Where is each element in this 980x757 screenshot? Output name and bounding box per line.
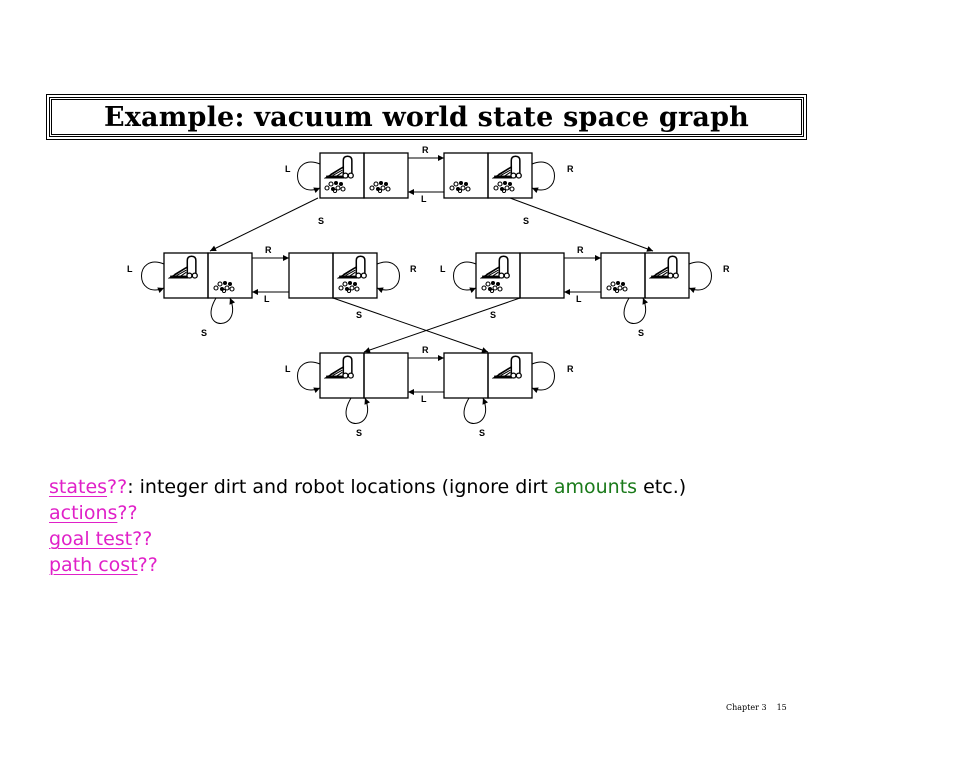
label-l: L: [421, 394, 427, 404]
state-mid-2: [288, 252, 378, 299]
label-s: S: [479, 428, 485, 438]
label-r: R: [567, 364, 574, 374]
horizontal-transitions: [252, 155, 601, 395]
edge-suck: [509, 197, 654, 252]
question-marks: ??: [132, 528, 153, 550]
suck-transitions: [209, 197, 654, 353]
vacuum-icon: [493, 355, 522, 379]
dirt-icon: [493, 180, 515, 193]
dirt-icon: [369, 180, 391, 193]
label-r: R: [410, 264, 417, 274]
question-marks: ??: [137, 554, 158, 576]
label-s: S: [201, 328, 207, 338]
label-l: L: [285, 164, 291, 174]
label-s: S: [356, 310, 362, 320]
self-loop-suck: [463, 397, 489, 424]
dirt-icon: [324, 180, 346, 193]
dirt-icon: [606, 280, 628, 293]
self-loop-right: [376, 261, 400, 294]
dirt-icon: [338, 280, 360, 293]
state-bottom-left: [319, 352, 409, 399]
label-r: R: [567, 164, 574, 174]
vacuum-icon: [169, 255, 198, 279]
self-loop-right: [531, 161, 555, 194]
label-s: S: [490, 310, 496, 320]
vacuum-icon: [493, 155, 522, 179]
self-loop-right: [531, 361, 555, 394]
self-loop-right: [688, 261, 712, 294]
label-l: L: [285, 364, 291, 374]
vacuum-icon: [338, 255, 367, 279]
self-loop-left: [141, 261, 165, 294]
states-text: : integer dirt and robot locations (igno…: [127, 476, 554, 498]
amounts-text: amounts: [553, 476, 638, 498]
self-loop-suck: [210, 297, 236, 324]
label-l: L: [576, 294, 582, 304]
label-l: L: [264, 294, 270, 304]
question-marks: ??: [117, 502, 138, 524]
dirt-icon: [213, 280, 235, 293]
state-mid-1: [163, 252, 253, 299]
dirt-icon: [449, 180, 471, 193]
self-loops: [141, 161, 712, 424]
slide-footer: Chapter 3 15: [726, 703, 787, 712]
state-top-left: [319, 152, 409, 199]
self-loop-left: [297, 161, 321, 194]
states-link[interactable]: states: [49, 476, 108, 498]
goal-test-link[interactable]: goal test: [49, 528, 133, 550]
label-r: R: [422, 345, 429, 355]
question-goal-test: goal test??: [49, 526, 686, 552]
label-l: L: [421, 194, 427, 204]
path-cost-link[interactable]: path cost: [49, 554, 138, 576]
slide-title: Example: vacuum world state space graph: [103, 101, 749, 133]
label-r: R: [577, 245, 584, 255]
label-r: R: [723, 264, 730, 274]
edge-suck: [363, 297, 521, 353]
label-l: L: [127, 264, 133, 274]
state-bottom-right: [443, 352, 533, 399]
vacuum-icon: [325, 155, 354, 179]
edge-labels: R L L R S S R L L R S S R L L R S S R L …: [127, 145, 730, 438]
chapter-label: Chapter 3: [726, 703, 767, 712]
label-s: S: [318, 216, 324, 226]
page-number: 15: [776, 703, 787, 712]
state-mid-3: [475, 252, 565, 299]
state-mid-4: [600, 252, 690, 299]
vacuum-icon: [325, 355, 354, 379]
label-s: S: [356, 428, 362, 438]
states-text-end: etc.): [637, 476, 687, 498]
actions-link[interactable]: actions: [49, 502, 118, 524]
edge-suck: [332, 297, 489, 353]
self-loop-left: [453, 261, 477, 294]
self-loop-suck: [345, 397, 371, 424]
dirt-icon: [481, 280, 503, 293]
self-loop-suck: [623, 297, 649, 324]
label-s: S: [638, 328, 644, 338]
question-states: states??: integer dirt and robot locatio…: [49, 474, 686, 500]
label-s: S: [523, 216, 529, 226]
self-loop-left: [297, 361, 321, 394]
edge-suck: [209, 197, 319, 252]
label-l: L: [440, 264, 446, 274]
vacuum-icon: [650, 255, 679, 279]
state-top-right: [443, 152, 533, 199]
question-actions: actions??: [49, 500, 686, 526]
label-r: R: [422, 145, 429, 155]
question-path-cost: path cost??: [49, 552, 686, 578]
question-marks: ??: [107, 476, 128, 498]
title-box: Example: vacuum world state space graph: [46, 94, 807, 140]
question-list: states??: integer dirt and robot locatio…: [49, 474, 686, 578]
vacuum-icon: [481, 255, 510, 279]
label-r: R: [265, 245, 272, 255]
